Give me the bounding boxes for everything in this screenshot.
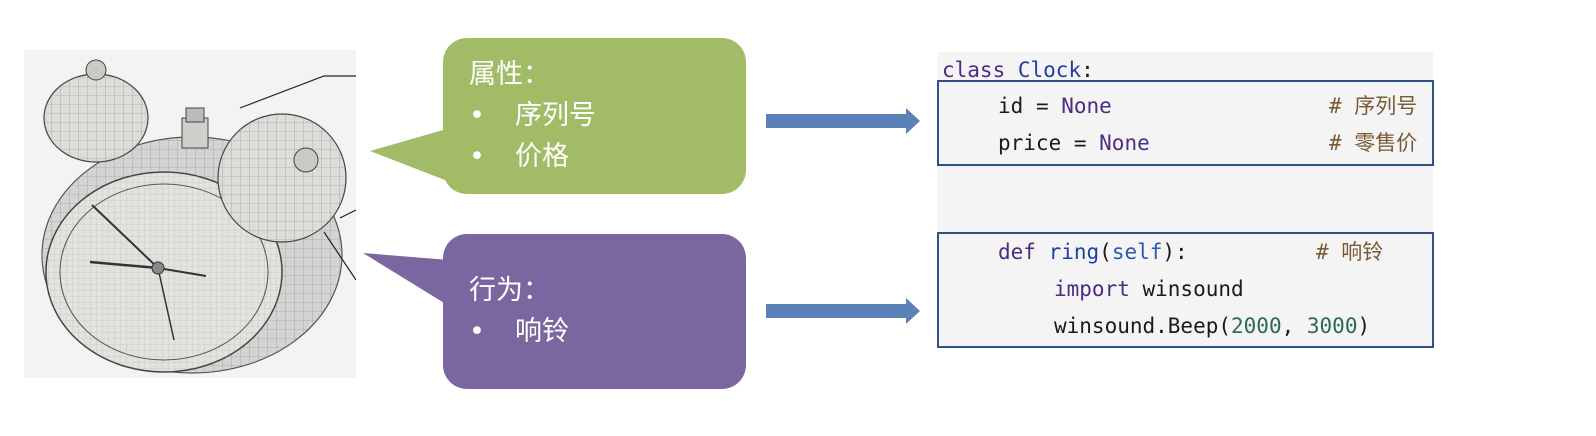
method-comment: # 响铃 <box>1316 240 1384 264</box>
beep-call-line: winsound.Beep(2000, 3000) <box>1054 314 1371 338</box>
import-line: import winsound <box>1054 277 1244 301</box>
attributes-callout: 属性： •序列号 •价格 <box>443 38 746 194</box>
attributes-code-box <box>937 80 1434 166</box>
behavior-callout: 行为： •响铃 <box>443 234 746 389</box>
alarm-clock-wireframe-image <box>24 50 356 378</box>
code-panel: class Clock: id = None # 序列号 price = Non… <box>937 52 1434 348</box>
attribute-price-comment: # 零售价 <box>1329 131 1418 155</box>
class-declaration-line: class Clock: <box>942 58 1094 82</box>
behavior-item-ring: •响铃 <box>469 316 569 347</box>
attributes-heading: 属性： <box>469 59 550 90</box>
method-code-box <box>937 232 1434 348</box>
arrow-to-attributes-icon <box>766 108 920 134</box>
attribute-item-serial: •序列号 <box>469 100 596 131</box>
attribute-item-price: •价格 <box>469 141 569 172</box>
attribute-id-line: id = None <box>998 94 1112 118</box>
alarm-clock-icon <box>41 59 356 374</box>
behavior-callout-pointer <box>363 253 449 306</box>
bullet-icon: • <box>469 100 485 131</box>
attributes-callout-pointer <box>370 128 450 182</box>
method-def-line: def ring(self): <box>998 240 1188 264</box>
arrow-to-method-icon <box>766 298 920 324</box>
behavior-heading: 行为： <box>469 275 550 306</box>
attribute-price-line: price = None <box>998 131 1150 155</box>
attribute-id-comment: # 序列号 <box>1329 94 1418 118</box>
bullet-icon: • <box>469 141 485 172</box>
bullet-icon: • <box>469 316 485 347</box>
